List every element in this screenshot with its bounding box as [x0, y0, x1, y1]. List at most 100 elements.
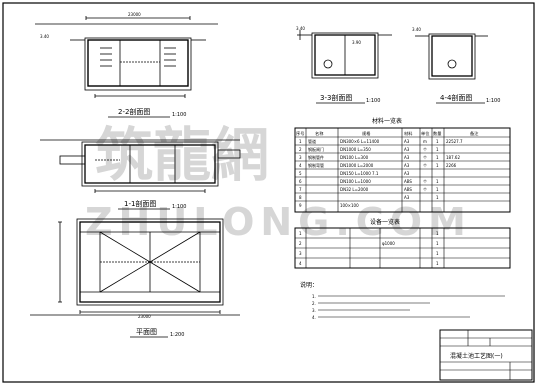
mt-h-note: 备注 [470, 130, 479, 137]
note-3: 3. [312, 308, 316, 313]
note-2: 2. [312, 301, 316, 306]
section-2-2-scale: 1:100 [172, 112, 186, 118]
material-table-cell: 钢板闸门 [308, 146, 324, 152]
equipment-table-cell: φ1000 [382, 241, 395, 246]
material-table-cell: 钢制弯管 [308, 162, 324, 168]
watermark-cn: 筑龍網 [95, 121, 269, 189]
material-table-cell: 2266 [446, 163, 457, 168]
plan-view-title: 平面图 [136, 328, 157, 336]
material-table-cell: 8 [299, 195, 302, 200]
material-table-cell: DN100 L=300 [340, 155, 369, 160]
material-table-title: 材料一览表 [372, 117, 402, 125]
material-table-cell: 1 [436, 147, 439, 152]
equipment-table-title: 设备一览表 [370, 218, 400, 226]
material-table-cell: 管道 [308, 138, 316, 144]
equipment-table-cell: 4 [299, 261, 302, 266]
material-table-cell: 钢制管件 [308, 154, 324, 160]
equipment-table-cell: 1 [436, 251, 439, 256]
section-2-2-drawing [35, 16, 218, 98]
material-table-cell: DN1000 L=2000 [340, 163, 374, 168]
section-4-4-drawing [415, 33, 488, 80]
material-table-header: 序号 名称 规格 材料 单位 数量 备注 [296, 130, 479, 137]
mt-h-qty: 数量 [433, 130, 441, 137]
section-1-1-title: 1-1剖面图 [124, 199, 156, 208]
section-3-3-title: 3-3剖面图 [320, 93, 352, 102]
material-table-cell: A3 [404, 155, 410, 160]
equipment-table-cell: 1 [436, 231, 439, 236]
mt-h-mat: 材料 [404, 130, 413, 137]
mt-h-name: 名称 [315, 130, 323, 137]
material-table-cell: 1 [436, 179, 439, 184]
material-table-cell: m [423, 139, 427, 144]
material-table-cell: 5 [299, 171, 302, 176]
material-table-cell: DN1000 L=350 [340, 147, 371, 152]
section-3-3-drawing [297, 30, 392, 79]
material-table-cell: 1 [436, 155, 439, 160]
material-table-cell: A3 [404, 147, 410, 152]
material-table-cell: DN150 L=1000 7.1 [340, 171, 379, 176]
material-table-cell: 1 [436, 139, 439, 144]
material-table-cell: A3 [404, 195, 410, 200]
equipment-table-grid [294, 227, 511, 269]
plan-view-scale: 1:200 [170, 332, 184, 338]
section-4-4-title: 4-4剖面图 [440, 93, 472, 102]
material-table-cell: 6 [299, 179, 302, 184]
material-table-cell: 个 [423, 187, 427, 192]
section-1-1-scale: 1:100 [172, 204, 186, 210]
plan-dim-bottom: 23000 [138, 314, 151, 319]
material-table-cell: 3 [299, 155, 302, 160]
elev-3-3-a: 3.40 [296, 26, 305, 31]
elev-4-4: 3.40 [412, 27, 421, 32]
material-table-cell: ABS [404, 187, 412, 192]
note-1: 1. [312, 294, 316, 299]
section-2-2-title: 2-2剖面图 [118, 107, 150, 116]
material-table-cell: 1 [436, 163, 439, 168]
mt-h-no: 序号 [296, 130, 304, 137]
material-table-cell: 个 [423, 163, 427, 168]
mt-h-unit: 单位 [421, 130, 429, 137]
notes-lines [318, 295, 505, 318]
equipment-table-cell: 1 [436, 241, 439, 246]
elev-top-left: 3.40 [40, 34, 49, 39]
material-table-cell: 1 [436, 187, 439, 192]
section-3-3-scale: 1:100 [366, 98, 380, 104]
material-table-cell: 100×100 [340, 203, 359, 208]
section-1-1-drawing [40, 139, 241, 193]
notes-title: 说明： [300, 281, 318, 289]
material-table-cell: A3 [404, 139, 410, 144]
material-table-cell: 2 [299, 147, 302, 152]
equipment-table-cell: 1 [299, 231, 302, 236]
title-block-drawing-name: 混凝土池工艺图(一) [450, 352, 503, 360]
material-table-cell: 个 [423, 179, 427, 184]
material-table-cell: ABS [404, 179, 412, 184]
material-table-cell: DN300×6 L=11400 [340, 139, 380, 144]
material-table-cell: 22527.7 [446, 139, 463, 144]
equipment-table-cell: 2 [299, 241, 302, 246]
note-4: 4. [312, 315, 316, 320]
material-table-cell: 1 [436, 195, 439, 200]
material-table-cell: DN32 L=2000 [340, 187, 369, 192]
material-table-cell: A3 [404, 171, 410, 176]
equipment-table-cell: 1 [436, 261, 439, 266]
mt-h-spec: 规格 [362, 130, 371, 137]
title-block-grid [439, 329, 533, 381]
material-table-cell: 9 [299, 203, 302, 208]
material-table-cell: 4 [299, 163, 302, 168]
equipment-table-cell: 3 [299, 251, 302, 256]
plan-view-drawing [30, 218, 240, 316]
material-table-cell: 个 [423, 155, 427, 160]
elev-3-3-b: 3.90 [352, 40, 361, 45]
material-table-cell: 187.62 [446, 155, 460, 160]
material-table-cell: 1 [299, 139, 302, 144]
material-table-cell: DN100 L=1000 [340, 179, 371, 184]
material-table-cell: A3 [404, 163, 410, 168]
section-4-4-scale: 1:100 [486, 98, 500, 104]
equipment-table-rows: 1 1 2 φ1000 1 3 1 4 1 [299, 231, 439, 266]
material-table-cell: 7 [299, 187, 302, 192]
dim-top-label: 23000 [128, 12, 141, 17]
material-table-grid [294, 127, 511, 213]
material-table-cell: 个 [423, 147, 427, 152]
